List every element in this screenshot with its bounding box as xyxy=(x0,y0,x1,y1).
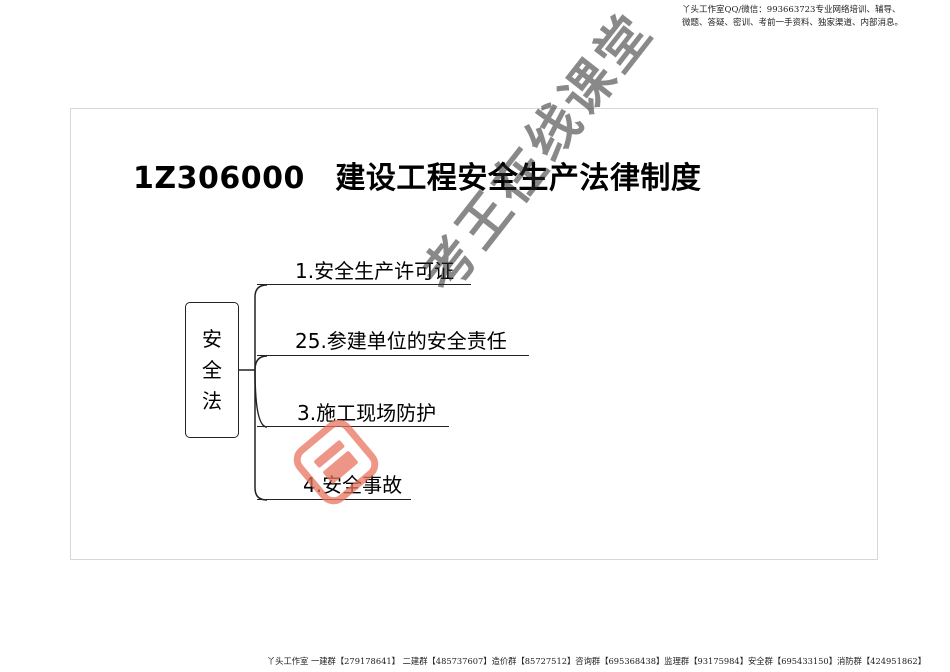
slide-title: 1Z306000 建设工程安全生产法律制度 xyxy=(133,161,702,196)
branch-label-2: 25.参建单位的安全责任 xyxy=(295,329,507,353)
root-node-label: 安全法 xyxy=(202,326,222,413)
branch-underline-2 xyxy=(257,355,529,356)
header-note-line-1: 丫头工作室QQ/微信：993663723专业网络培训、辅导、 xyxy=(681,5,901,15)
branch-underline-1 xyxy=(257,284,471,285)
branch-label-1: 1.安全生产许可证 xyxy=(295,259,455,283)
watermark-logo-icon xyxy=(293,419,379,505)
footer-note: 丫头工作室 一建群【279178641】 二建群【485737607】造价群【8… xyxy=(266,656,926,666)
root-node: 安全法 xyxy=(185,302,239,438)
slide: 1Z306000 建设工程安全生产法律制度 安全法 1.安全生产许可证 25.参… xyxy=(70,2,878,560)
header-note: 丫头工作室QQ/微信：993663723专业网络培训、辅导、 微题、答疑、密训、… xyxy=(682,4,903,30)
branch-underline-3 xyxy=(257,426,449,427)
header-note-line-2: 微题、答疑、密训、考前一手资料、独家渠道、内部消息。 xyxy=(681,18,903,28)
branch-label-3: 3.施工现场防护 xyxy=(297,401,437,425)
